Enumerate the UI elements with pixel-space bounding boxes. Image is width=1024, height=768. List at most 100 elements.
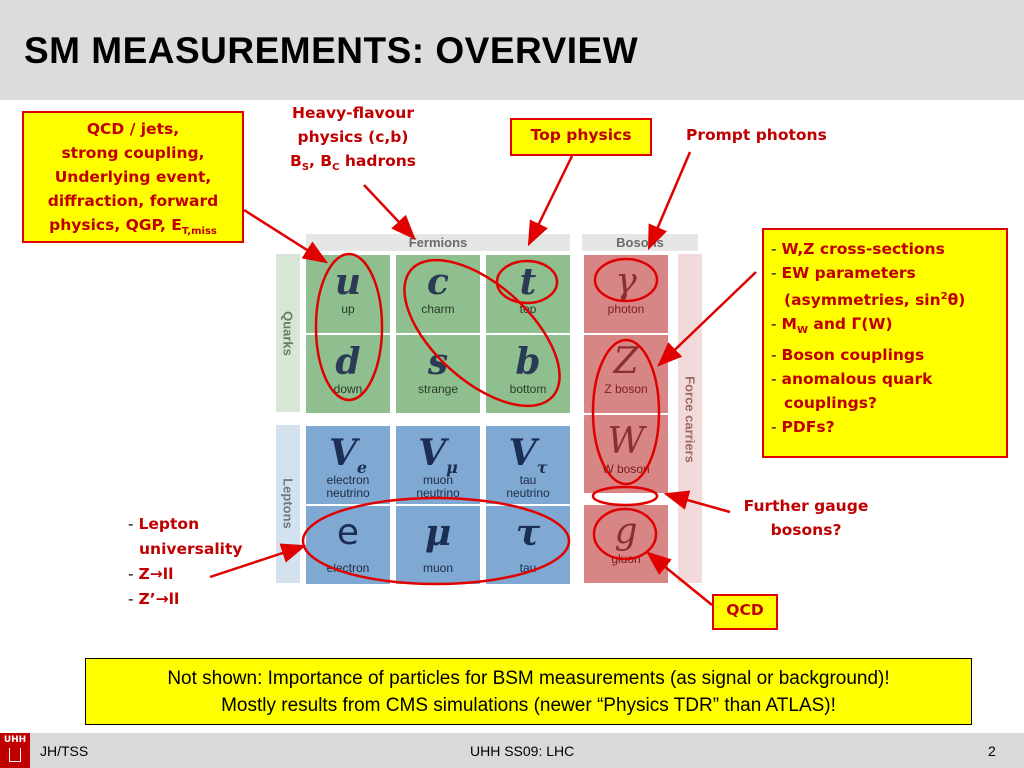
footer-bar: UHH JH/TSS UHH SS09: LHC 2 bbox=[0, 733, 1024, 768]
ew-item-3: - MW and Γ(W) bbox=[771, 315, 893, 337]
particle-name: bottom bbox=[509, 382, 547, 396]
lepton-item-2: - Z→ll bbox=[128, 565, 174, 583]
particle-strange: s strange bbox=[396, 335, 480, 413]
particle-symbol-sub: e bbox=[356, 458, 368, 478]
footer-left: JH/TSS bbox=[40, 743, 89, 759]
further-gauge-line-2: bosons? bbox=[770, 521, 842, 539]
particle-name: down bbox=[333, 382, 363, 396]
further-bosons-ellipse bbox=[591, 485, 659, 507]
heavy-flavour-text: Heavy-flavour physics (c,b) BS, BC hadro… bbox=[258, 101, 448, 180]
arrow-heavy-flavour bbox=[363, 184, 416, 240]
arrow-further-gauge bbox=[663, 490, 731, 514]
qcd-jets-box bbox=[22, 111, 244, 243]
up-down-ellipse bbox=[314, 252, 384, 402]
particle-symbol-sub: τ bbox=[536, 458, 548, 478]
qcd-small-label: QCD bbox=[726, 601, 764, 619]
particle-name: photon bbox=[607, 302, 645, 316]
arrow-lepton-list bbox=[209, 543, 307, 579]
top-physics-box bbox=[510, 118, 652, 156]
ew-item-2: - EW parameters bbox=[771, 264, 916, 282]
gluon-ellipse bbox=[592, 507, 658, 561]
title-bar: SM MEASUREMENTS: OVERVIEW bbox=[0, 0, 1024, 100]
ew-item-5b: couplings? bbox=[784, 394, 877, 413]
ew-item-2b: (asymmetries, sin2θ) bbox=[784, 291, 966, 310]
particle-name: charm bbox=[421, 302, 455, 316]
particle-symbol: μ bbox=[424, 512, 452, 554]
force-side-bar bbox=[678, 254, 702, 583]
further-gauge-line-1: Further gauge bbox=[743, 497, 869, 515]
particle-charm: c charm bbox=[396, 255, 480, 333]
heavy-flavour-line-1: Heavy-flavour bbox=[292, 104, 414, 122]
particle-symbol: e bbox=[336, 512, 360, 553]
particle-symbol: γ bbox=[615, 261, 637, 302]
particle-up: u up bbox=[306, 255, 390, 333]
particle-symbol: g bbox=[614, 511, 638, 552]
top-ellipse bbox=[495, 259, 559, 305]
particle-photon: γ photon bbox=[584, 255, 668, 333]
qcd-line-4: diffraction, forward bbox=[47, 192, 219, 210]
particle-symbol: d bbox=[335, 341, 361, 383]
particle-name: electron bbox=[326, 561, 370, 575]
uhh-logo: UHH bbox=[0, 733, 30, 768]
qcd-line-2: strong coupling, bbox=[61, 144, 205, 162]
lepton-item-1: - Lepton bbox=[128, 515, 200, 533]
particle-name: Z boson bbox=[604, 382, 648, 396]
page-title: SM MEASUREMENTS: OVERVIEW bbox=[24, 30, 639, 71]
ew-list-box bbox=[762, 228, 1008, 458]
uhh-logo-emblem bbox=[9, 748, 21, 762]
note-line-1: Not shown: Importance of particles for B… bbox=[167, 668, 890, 689]
particle-symbol: u bbox=[334, 261, 362, 303]
particle-symbol: t bbox=[519, 261, 537, 303]
particle-name: W boson bbox=[602, 462, 650, 476]
ew-list: - W,Z cross-sections - EW parameters (as… bbox=[771, 237, 1003, 439]
fermions-header-bar bbox=[306, 234, 570, 251]
prompt-photons-label: Prompt photons bbox=[686, 126, 827, 144]
footer-center: UHH SS09: LHC bbox=[470, 743, 575, 759]
particle-symbol: Vτ bbox=[508, 432, 548, 478]
arrow-ew-list bbox=[657, 271, 757, 367]
ew-item-5: - anomalous quark bbox=[771, 370, 933, 389]
fermions-header: Fermions bbox=[408, 235, 468, 250]
page-number: 2 bbox=[988, 743, 996, 759]
ew-item-1: - W,Z cross-sections bbox=[771, 240, 945, 258]
particle-symbol: Z bbox=[613, 341, 639, 382]
uhh-logo-text: UHH bbox=[3, 735, 27, 745]
note-text: Not shown: Importance of particles for B… bbox=[85, 665, 972, 719]
particle-symbol: W bbox=[607, 421, 645, 462]
heavy-flavour-line-2: physics (c,b) bbox=[297, 128, 409, 146]
particle-symbol: Vμ bbox=[418, 432, 458, 478]
lepton-list: - Lepton universality - Z→ll - Z’→ll bbox=[128, 512, 278, 612]
particle-symbol: b bbox=[515, 341, 541, 383]
lepton-item-3: - Z’→ll bbox=[128, 590, 180, 608]
particle-symbol: τ bbox=[515, 512, 541, 554]
particle-muon: μ muon bbox=[396, 506, 480, 584]
note-box bbox=[85, 658, 972, 725]
qcd-line-1: QCD / jets, bbox=[86, 120, 180, 138]
note-line-2: Mostly results from CMS simulations (new… bbox=[221, 695, 836, 716]
qcd-line-5: physics, QGP, ET,miss bbox=[49, 216, 217, 238]
ew-item-4: - Boson couplings bbox=[771, 346, 925, 365]
charged-leptons-ellipse bbox=[301, 496, 571, 586]
quarks-side-bar bbox=[276, 254, 300, 412]
particle-name: muon bbox=[422, 561, 454, 575]
arrow-prompt-photons bbox=[647, 151, 692, 251]
lepton-item-1b: universality bbox=[139, 540, 243, 558]
particle-name: up bbox=[341, 302, 355, 316]
further-gauge-text: Further gauge bosons? bbox=[718, 494, 894, 542]
particle-symbol: c bbox=[427, 261, 449, 303]
heavy-flavour-line-3: BS, BC hadrons bbox=[289, 152, 417, 174]
particle-symbol-sub: μ bbox=[446, 458, 458, 478]
arrow-top-physics bbox=[527, 155, 574, 247]
photon-ellipse bbox=[593, 257, 659, 303]
charm-bottom-ellipse bbox=[403, 258, 561, 408]
arrow-qcd-jets bbox=[243, 208, 329, 264]
arrow-qcd-gluon bbox=[646, 551, 713, 606]
